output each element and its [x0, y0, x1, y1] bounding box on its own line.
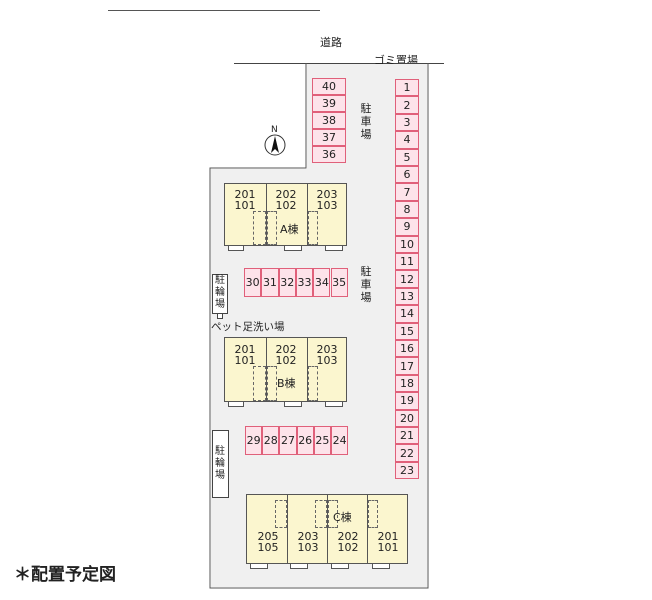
building-c-step-2: [290, 563, 308, 569]
page-title: ＊配置予定図: [14, 565, 116, 585]
parking-space-31: 31: [261, 268, 279, 297]
parking-space-15: 15: [395, 322, 419, 340]
parking-space-29: 29: [245, 426, 263, 455]
parking-space-20: 20: [395, 409, 419, 427]
parking-space-39: 39: [312, 95, 346, 112]
parking-space-3: 3: [395, 113, 419, 132]
parking-space-17: 17: [395, 357, 419, 375]
building-c-step-1: [250, 563, 268, 569]
parking-space-33: 33: [295, 268, 314, 297]
building-a-step-3: [325, 245, 343, 251]
parking-space-14: 14: [395, 305, 419, 323]
parking-label-top: 駐車場: [360, 102, 372, 141]
parking-space-5: 5: [395, 148, 419, 166]
parking-space-28: 28: [262, 426, 280, 455]
parking-space-35: 35: [330, 268, 348, 297]
parking-space-26: 26: [296, 426, 314, 455]
road-line: [234, 63, 444, 64]
building-b-name: B棟: [277, 377, 296, 390]
parking-space-8: 8: [395, 200, 419, 219]
parking-space-2: 2: [395, 96, 419, 114]
parking-space-12: 12: [395, 270, 419, 288]
parking-space-24: 24: [331, 426, 349, 455]
parking-space-36: 36: [312, 146, 346, 163]
pet-wash-label: ペット足洗い場: [211, 321, 285, 333]
parking-space-32: 32: [278, 268, 296, 297]
parking-space-6: 6: [395, 166, 419, 184]
building-a-name: A棟: [280, 223, 299, 236]
building-c-name: C棟: [333, 511, 352, 524]
header-rule: [108, 10, 320, 11]
parking-space-23: 23: [395, 461, 419, 480]
bicycle-parking-1-label: 駐輪場: [215, 275, 225, 310]
bicycle-parking-2-label: 駐輪場: [215, 446, 225, 481]
parking-space-1: 1: [395, 79, 419, 97]
building-b-step-2: [284, 401, 302, 407]
parking-space-25: 25: [313, 426, 331, 455]
parking-space-19: 19: [395, 392, 419, 410]
bicycle-parking-2: [212, 430, 229, 498]
parking-space-4: 4: [395, 131, 419, 149]
north-arrow-icon: [264, 134, 286, 156]
parking-space-34: 34: [313, 268, 331, 297]
parking-space-11: 11: [395, 253, 419, 271]
parking-space-38: 38: [312, 112, 346, 129]
parking-space-21: 21: [395, 427, 419, 445]
parking-space-10: 10: [395, 235, 419, 253]
parking-space-13: 13: [395, 287, 419, 306]
parking-space-22: 22: [395, 444, 419, 462]
building-c-step-4: [372, 563, 390, 569]
parking-label-middle: 駐車場: [360, 265, 372, 304]
parking-space-40: 40: [312, 78, 346, 95]
parking-space-37: 37: [312, 129, 346, 146]
parking-space-18: 18: [395, 374, 419, 393]
building-b-step-1: [228, 401, 244, 407]
parking-space-7: 7: [395, 183, 419, 201]
pet-wash-station: [217, 313, 223, 319]
road-label: 道路: [320, 36, 342, 49]
north-label: N: [271, 125, 278, 135]
parking-space-30: 30: [244, 268, 262, 297]
building-c-step-3: [331, 563, 349, 569]
parking-space-9: 9: [395, 218, 419, 236]
parking-space-16: 16: [395, 340, 419, 358]
building-a-step-2: [284, 245, 302, 251]
building-a-step-1: [228, 245, 244, 251]
building-b-step-3: [325, 401, 343, 407]
parking-space-27: 27: [279, 426, 297, 455]
